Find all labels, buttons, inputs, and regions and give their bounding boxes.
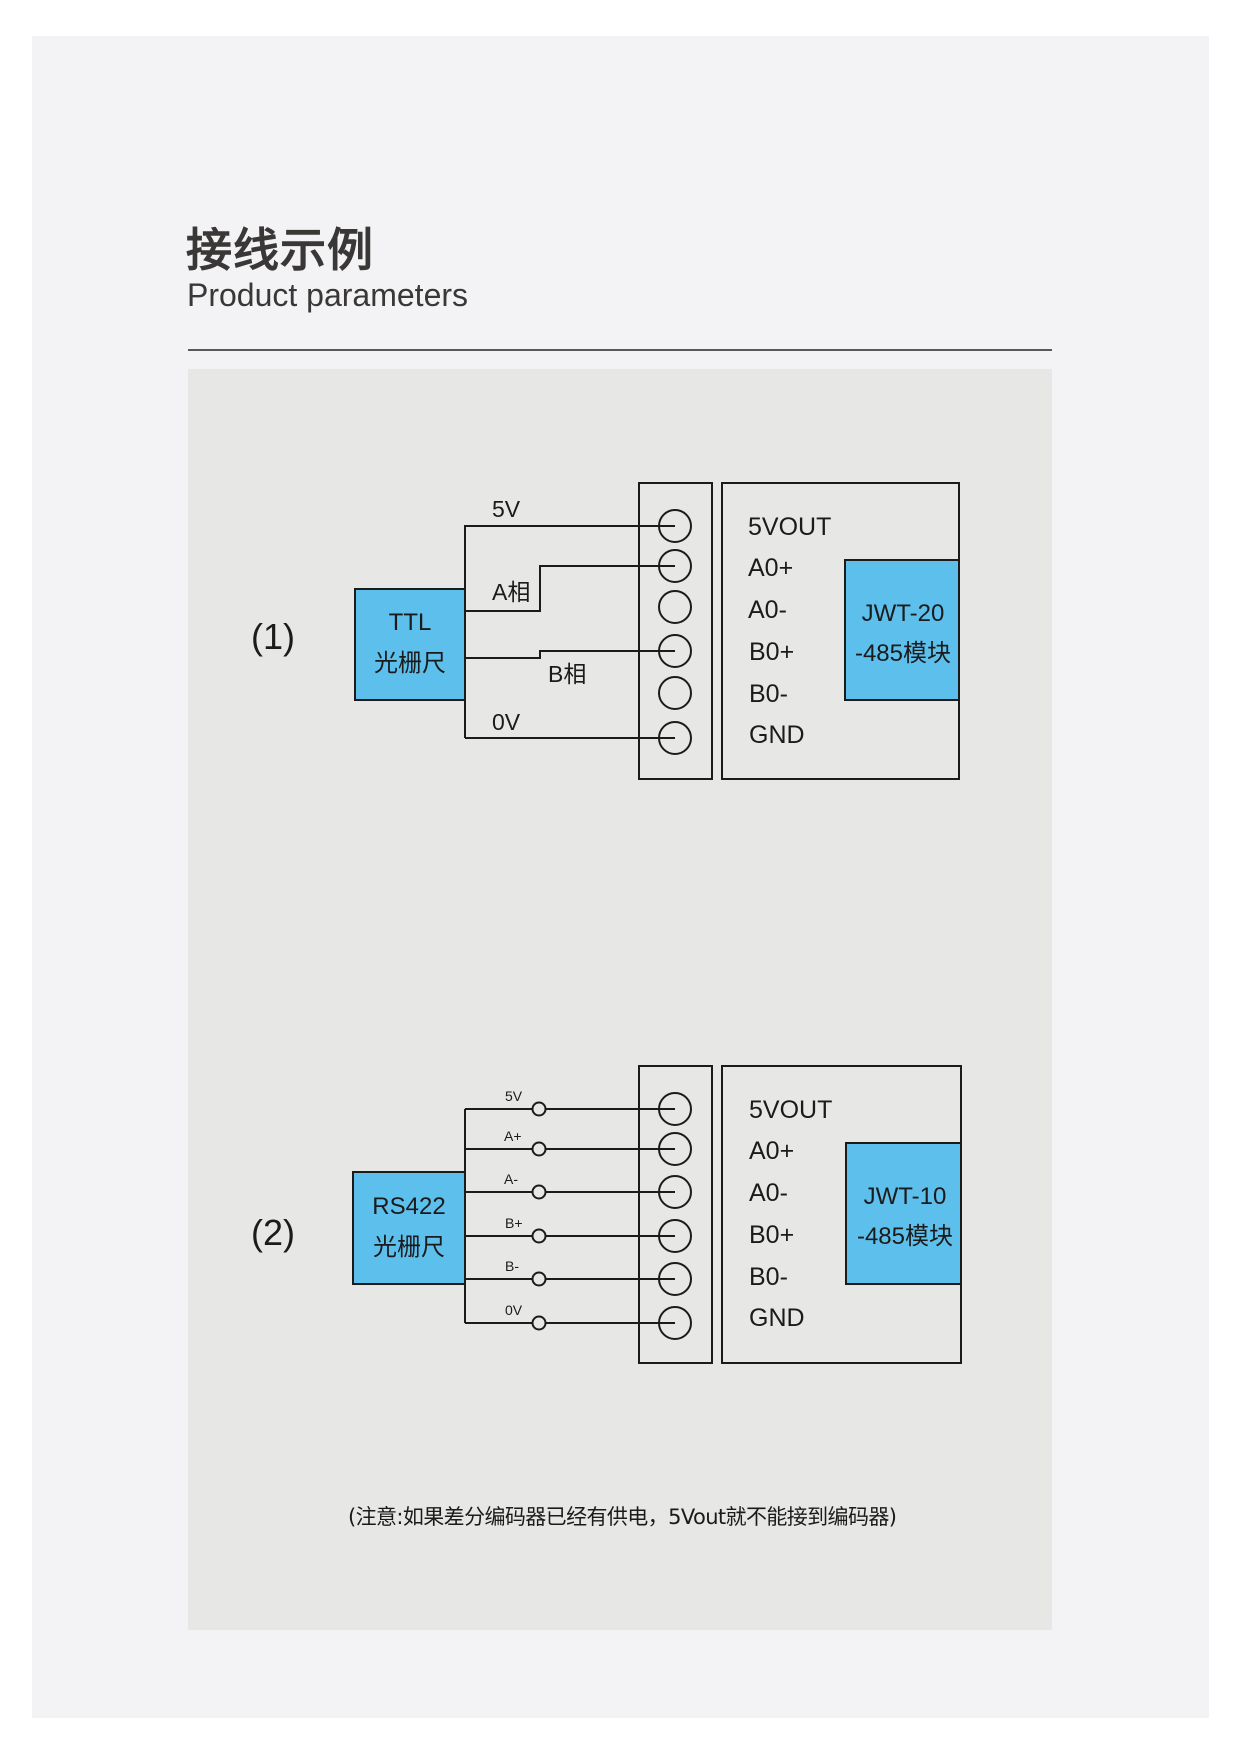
ttl-scale-label-2: 光栅尺 <box>374 650 446 677</box>
title-divider <box>188 349 1052 351</box>
wire-label-a-minus: A- <box>504 1171 518 1187</box>
terminal-2 <box>658 549 692 583</box>
wire-label-0v: 0V <box>505 1302 523 1318</box>
terminal-4 <box>658 634 692 668</box>
rs422-scale-label-2: 光栅尺 <box>373 1234 445 1261</box>
pin-label: GND <box>749 1304 805 1332</box>
wiring-note: (注意:如果差分编码器已经有供电，5Vout就不能接到编码器) <box>348 1505 897 1529</box>
pin-label: A0- <box>748 596 787 624</box>
wire-label-0v: 0V <box>492 709 521 735</box>
connector-dot <box>531 1228 547 1244</box>
terminal-6 <box>658 1306 692 1340</box>
diagram-1: (1) TTL 光栅尺 5V A相 B相 0V 5VOUT A0+ A <box>251 482 960 780</box>
diagram-2-index: (2) <box>251 1212 295 1253</box>
jwt10-label-1: JWT-10 <box>864 1183 947 1210</box>
pin-label: B0- <box>749 680 788 708</box>
terminal-1 <box>658 1092 692 1126</box>
terminal-block-1 <box>638 482 713 780</box>
jwt20-label-2: -485模块 <box>855 640 951 667</box>
wire-label-5v: 5V <box>492 496 521 522</box>
pin-label: B0+ <box>749 1221 794 1249</box>
connector-dot <box>531 1184 547 1200</box>
pin-label: 5VOUT <box>749 1096 832 1124</box>
diagram-2: (2) RS422 光栅尺 5V A+ A- B+ B- 0V <box>251 1065 962 1364</box>
terminal-5 <box>658 1262 692 1296</box>
pin-label: A0+ <box>748 554 793 582</box>
terminal-3 <box>658 1175 692 1209</box>
jwt10-module <box>845 1142 962 1285</box>
ttl-scale-box <box>354 588 466 701</box>
terminal-5 <box>658 676 692 710</box>
terminal-2 <box>658 1132 692 1166</box>
wire-b-phase <box>465 650 675 659</box>
terminal-3 <box>658 590 692 624</box>
wire-label-a-plus: A+ <box>504 1128 522 1144</box>
diagram-1-index: (1) <box>251 616 295 657</box>
pin-label: GND <box>749 721 805 749</box>
pin-label: B0- <box>749 1263 788 1291</box>
page-title: 接线示例 <box>186 223 374 277</box>
rs422-scale-box <box>352 1171 466 1285</box>
pin-label: B0+ <box>749 638 794 666</box>
pin-label: 5VOUT <box>748 513 831 541</box>
terminal-1 <box>658 509 692 543</box>
jwt20-module <box>844 559 960 701</box>
connector-dot <box>531 1315 547 1331</box>
connector-dot <box>531 1141 547 1157</box>
wire-label-a-phase: A相 <box>492 579 530 605</box>
terminal-4 <box>658 1219 692 1253</box>
wire-label-b-phase: B相 <box>548 661 586 687</box>
terminal-6 <box>658 721 692 755</box>
terminal-block-2 <box>638 1065 713 1364</box>
ttl-scale-label-1: TTL <box>389 609 432 636</box>
connector-dot <box>531 1271 547 1287</box>
wire-label-5v: 5V <box>505 1088 523 1104</box>
pin-label: A0- <box>749 1179 788 1207</box>
wire-a-phase <box>465 565 675 612</box>
page-subtitle: Product parameters <box>187 277 469 313</box>
connector-dot <box>531 1101 547 1117</box>
rs422-scale-label-1: RS422 <box>372 1193 445 1220</box>
wire-label-b-minus: B- <box>505 1258 519 1274</box>
pin-label: A0+ <box>749 1137 794 1165</box>
jwt20-label-1: JWT-20 <box>862 600 945 627</box>
wire-5v <box>464 525 675 738</box>
wire-label-b-plus: B+ <box>505 1215 523 1231</box>
jwt10-label-2: -485模块 <box>857 1223 953 1250</box>
